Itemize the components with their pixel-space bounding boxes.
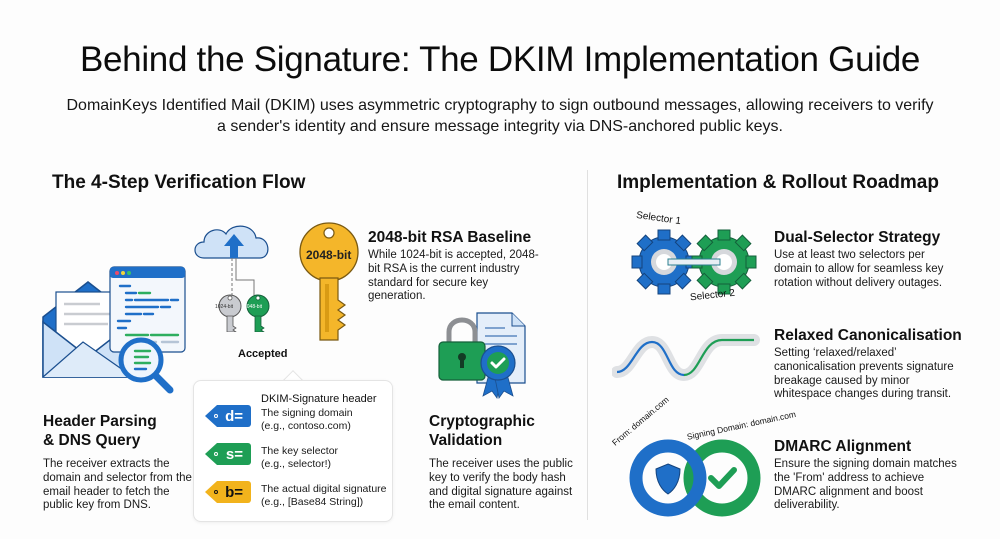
relaxed-canonicalisation-title: Relaxed Canonicalisation xyxy=(774,327,962,344)
dmarc-alignment-title: DMARC Alignment xyxy=(774,438,912,455)
tag-d-description: The signing domain (e.g., contoso.com) xyxy=(261,407,353,433)
crypto-validation-body: The receiver uses the public key to veri… xyxy=(429,458,573,512)
small-key-1-label: 1024-bit xyxy=(215,304,234,310)
page-subtitle: DomainKeys Identified Mail (DKIM) uses a… xyxy=(66,97,934,135)
dmarc-alignment-icon xyxy=(629,439,761,517)
tag-s: s= xyxy=(205,443,251,465)
section-divider xyxy=(587,170,588,520)
relaxed-canonicalisation-body: Setting ‘relaxed/relaxed’ canonicalisati… xyxy=(774,347,954,401)
accepted-label: Accepted xyxy=(238,348,288,360)
header-parsing-title-line2: & DNS Query xyxy=(43,432,141,449)
dmarc-alignment-body: Ensure the signing domain matches the 'F… xyxy=(774,458,957,512)
tag-d-label: d= xyxy=(225,407,243,425)
right-section-heading: Implementation & Rollout Roadmap xyxy=(617,172,939,193)
header-parsing-title: Header Parsing & DNS Query xyxy=(43,412,157,450)
tag-b: b= xyxy=(205,481,251,503)
key-1024-icon xyxy=(218,294,242,332)
tag-d-line1: The signing domain xyxy=(261,407,353,419)
crypto-validation-title-line1: Cryptographic xyxy=(429,413,535,430)
left-section-heading: The 4-Step Verification Flow xyxy=(52,172,306,193)
crypto-validation-title-line2: Validation xyxy=(429,432,503,449)
tag-b-line1: The actual digital signature xyxy=(261,483,387,495)
tag-s-description: The key selector (e.g., selector!) xyxy=(261,445,338,471)
tag-s-line1: The key selector xyxy=(261,445,339,457)
header-parsing-body: The receiver extracts the domain and sel… xyxy=(43,458,192,512)
canonicalisation-wave-icon xyxy=(612,334,760,382)
dkim-header-title: DKIM-Signature header xyxy=(261,393,377,405)
dual-selector-body: Use at least two selectors per domain to… xyxy=(774,249,944,289)
rsa-baseline-title: 2048-bit RSA Baseline xyxy=(368,229,532,246)
tag-d-line2: (e.g., contoso.com) xyxy=(261,420,351,432)
gold-key-icon xyxy=(299,222,359,341)
header-parsing-title-line1: Header Parsing xyxy=(43,413,157,430)
crypto-validation-title: Cryptographic Validation xyxy=(429,412,535,450)
page-title: Behind the Signature: The DKIM Implement… xyxy=(79,40,921,79)
tag-b-line2: (e.g., [Base84 String]) xyxy=(261,496,364,508)
envelope-code-magnifier-icon xyxy=(42,266,186,394)
lock-certificate-icon xyxy=(438,312,526,399)
dual-gears-icon xyxy=(631,229,757,295)
tag-b-description: The actual digital signature (e.g., [Bas… xyxy=(261,483,387,509)
tag-b-label: b= xyxy=(225,483,243,501)
rsa-baseline-body: While 1024-bit is accepted, 2048-bit RSA… xyxy=(368,249,539,303)
tag-s-label: s= xyxy=(225,445,243,463)
small-key-2-label: 2048-bit xyxy=(244,304,263,310)
tag-d: d= xyxy=(205,405,251,427)
dual-selector-title: Dual-Selector Strategy xyxy=(774,229,941,246)
key-2048-small-icon xyxy=(246,294,270,332)
tag-s-line2: (e.g., selector!) xyxy=(261,458,332,470)
cloud-upload-keys-icon xyxy=(194,225,270,332)
gold-key-label: 2048-bit xyxy=(306,248,352,262)
